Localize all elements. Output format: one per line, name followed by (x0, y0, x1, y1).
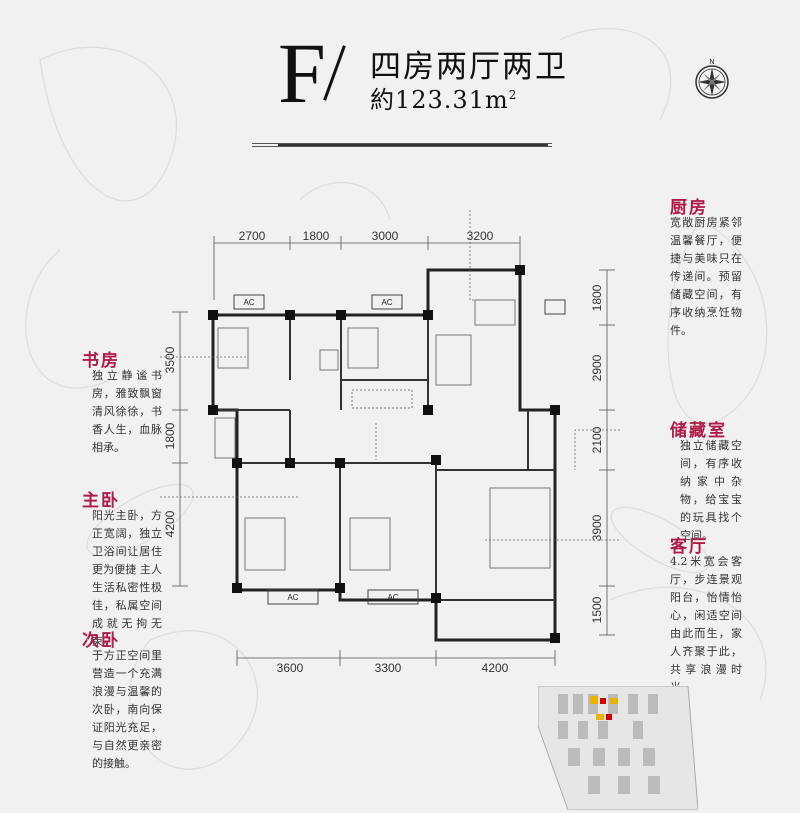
dim-top: 1800 (303, 229, 330, 243)
ac-label: AC (287, 593, 298, 602)
study-desc: 独立静谧书房，雅致飘窗清风徐徐，书香人生，血脉相承。 (92, 369, 162, 454)
dim-top: 3000 (372, 229, 399, 243)
storage-title: 储藏室 (670, 421, 727, 441)
dim-left: 3500 (163, 346, 177, 373)
dim-right: 2900 (590, 354, 604, 381)
title-rule (252, 146, 552, 147)
dim-right: 2100 (590, 426, 604, 453)
area-value: 約123.31m (370, 86, 509, 114)
title-rule (278, 144, 548, 146)
second-bedroom-title: 次卧 (82, 631, 120, 651)
master-bedroom-desc: 阳光主卧，方正宽阔，独立卫浴间让居住更为便捷 主人生活私密性极佳，私属空间成就无… (92, 509, 162, 648)
dim-top: 3200 (467, 229, 494, 243)
dim-right: 1800 (590, 284, 604, 311)
living-room-title: 客厅 (670, 537, 708, 557)
kitchen-title: 厨房 (670, 198, 708, 218)
area-superscript: 2 (508, 88, 518, 102)
dim-bottom: 3600 (277, 661, 304, 675)
dim-left: 4200 (163, 510, 177, 537)
second-bedroom-desc: 于方正空间里营造一个充满浪漫与温馨的次卧，南向保证阳光充足，与自然更亲密的接触。 (92, 649, 162, 770)
study-title: 书房 (82, 351, 120, 371)
dim-right: 1500 (590, 596, 604, 623)
ac-label: AC (381, 298, 392, 307)
compass-icon: N (695, 59, 729, 99)
dim-left: 1800 (163, 422, 177, 449)
floor-plan: AC AC AC AC 2700 1800 3000 3200 3600 330… (160, 210, 620, 675)
ac-label: AC (243, 298, 254, 307)
dim-bottom: 4200 (482, 661, 509, 675)
storage-desc: 独立储藏空间，有序收纳家中杂物，给宝宝的玩具找个空间。 (680, 439, 742, 542)
title-rule (252, 143, 552, 144)
living-room-desc: 4.2米宽会客厅，步连景观阳台，怡情怡心，闲适空间由此而生，家人齐聚于此，共享浪… (670, 555, 742, 694)
kitchen-desc: 宽敞厨房紧邻温馨餐厅，便捷与美味只在传递间。预留储藏空间，有序收纳烹饪物件。 (670, 216, 742, 337)
layout-name: 四房两厅两卫 (370, 49, 568, 85)
type-letter: F (278, 25, 326, 121)
site-key-map (538, 686, 698, 810)
area-text: 約123.31m2 (370, 80, 517, 115)
compass-north-label: N (709, 59, 714, 66)
dim-bottom: 3300 (375, 661, 402, 675)
dim-right: 3900 (590, 514, 604, 541)
ac-label: AC (387, 593, 398, 602)
dim-top: 2700 (239, 229, 266, 243)
master-bedroom-title: 主卧 (82, 491, 120, 511)
